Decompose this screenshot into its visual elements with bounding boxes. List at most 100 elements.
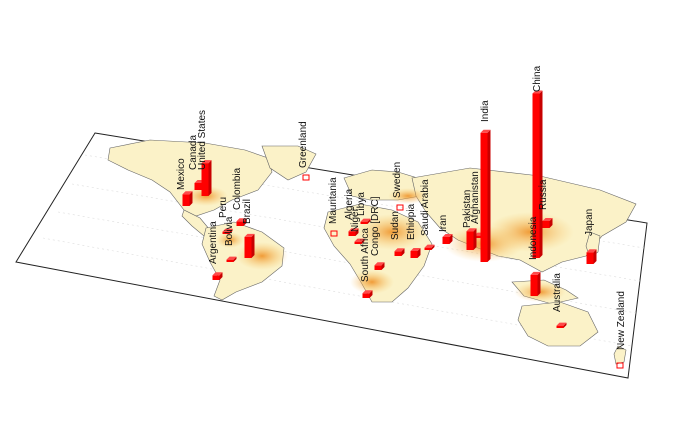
bar-ethiopia [410, 247, 421, 258]
bar-front-japan [586, 252, 594, 264]
land-north-america [107, 139, 273, 217]
bar-front-pakistan [466, 231, 474, 250]
bar-top-india [480, 129, 491, 133]
bar-top-brazil [244, 233, 255, 237]
bar-top-saudi-arabia [424, 244, 435, 248]
bar-top-niger [354, 238, 365, 242]
bar-side-libya [367, 218, 371, 224]
label-mauritania: Mauritania [328, 177, 339, 224]
label-brazil: Brazil [242, 199, 253, 224]
label-indonesia: Indonesia [528, 216, 539, 260]
bar-top-indonesia [530, 271, 541, 275]
bar-argentina [212, 272, 223, 280]
bar-side-india [487, 129, 491, 262]
bar-top-peru [222, 228, 233, 232]
bar-niger [354, 238, 365, 244]
bar-algeria [348, 228, 359, 236]
bar-top-south-africa [362, 290, 373, 294]
bar-side-congo-drc [381, 262, 385, 270]
bar-side-australia [563, 322, 567, 328]
bar-front-saudi-arabia [424, 247, 432, 250]
bar-front-sudan [394, 251, 402, 256]
bar-top-argentina [212, 272, 223, 276]
bar-side-china [539, 90, 543, 258]
bar-front-brazil [244, 236, 252, 258]
bar-front-iran [442, 236, 450, 244]
bar-front-algeria [348, 231, 356, 236]
bar-front-congo-drc [374, 265, 382, 270]
label-peru: Peru [218, 197, 229, 218]
bar-pakistan [466, 228, 477, 250]
bar-front-colombia [236, 221, 244, 226]
bar-top-pakistan [466, 228, 477, 232]
bar-australia [556, 322, 567, 328]
bar-front-canada [194, 182, 202, 190]
bar-top-russia [542, 217, 553, 221]
bar-side-colombia [243, 218, 247, 226]
bar-front-russia [542, 220, 550, 228]
bar-marker-greenland [302, 174, 310, 181]
label-australia: Australia [552, 273, 563, 312]
bar-side-niger [361, 238, 365, 244]
bar-side-algeria [355, 228, 359, 236]
bar-front-afghanistan [474, 235, 482, 238]
bar-front-australia [556, 325, 564, 328]
label-pakistan: Pakistan [462, 190, 473, 228]
land-greenland [261, 145, 317, 181]
bar-top-libya [360, 218, 371, 222]
bar-top-united-states [201, 160, 212, 164]
bar-sweden [396, 204, 404, 211]
bar-russia [542, 217, 553, 228]
label-canada: Canada [188, 135, 199, 170]
label-china: China [532, 65, 543, 92]
bar-front-argentina [212, 275, 220, 280]
bar-libya [360, 218, 371, 224]
bar-top-colombia [236, 218, 247, 222]
bar-side-united-states [208, 160, 212, 196]
bar-side-bolivia [233, 256, 237, 262]
bar-congo-drc [374, 262, 385, 270]
bar-brazil [244, 233, 255, 258]
label-argentina: Argentina [208, 221, 219, 264]
bar-front-libya [360, 221, 368, 224]
bar-side-saudi-arabia [431, 244, 435, 250]
bar-top-japan [586, 249, 597, 253]
bar-united-states [201, 160, 212, 196]
bar-front-peru [222, 231, 230, 234]
bar-front-south-africa [362, 293, 370, 298]
bar-side-ethiopia [417, 247, 421, 258]
bar-top-congo-drc [374, 262, 385, 266]
bar-bolivia [226, 256, 237, 262]
bar-side-mexico [189, 191, 193, 206]
bar-indonesia [530, 271, 541, 296]
bar-top-iran [442, 233, 453, 237]
bar-top-mexico [182, 191, 193, 195]
label-iran: Iran [438, 215, 449, 232]
label-russia: Russia [538, 179, 549, 210]
bar-mexico [182, 191, 193, 206]
bar-top-sudan [394, 248, 405, 252]
label-japan: Japan [584, 209, 595, 236]
label-algeria: Algeria [344, 188, 355, 220]
bar-side-russia [549, 217, 553, 228]
bar-top-algeria [348, 228, 359, 232]
bar-front-india [480, 132, 488, 262]
label-niger: Niger [350, 207, 361, 232]
bar-side-indonesia [537, 271, 541, 296]
bar-front-ethiopia [410, 250, 418, 258]
bar-side-brazil [251, 233, 255, 258]
bar-south-africa [362, 290, 373, 298]
bar-front-united-states [201, 163, 209, 196]
label-india: India [480, 100, 491, 122]
bar-side-pakistan [473, 228, 477, 250]
bar-top-bolivia [226, 256, 237, 260]
bar-india [480, 129, 491, 262]
label-mexico: Mexico [176, 158, 187, 190]
bar-front-mexico [182, 194, 190, 206]
label-ethiopia: Ethiopia [406, 203, 417, 240]
bar-front-china [532, 93, 540, 258]
bar-top-china [532, 90, 543, 94]
label-afghanistan: Afghanistan [470, 171, 481, 224]
label-colombia: Colombia [232, 167, 243, 210]
